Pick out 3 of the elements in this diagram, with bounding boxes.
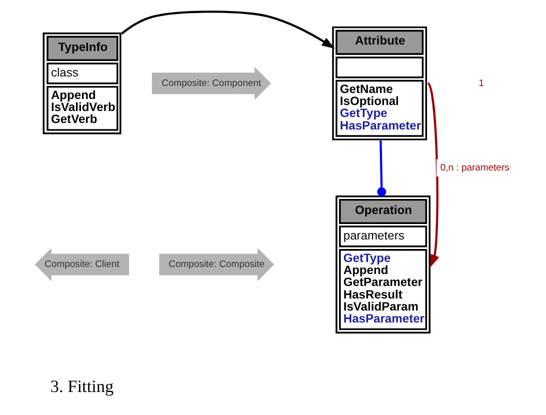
edge-label: 0,n : parameters xyxy=(440,162,509,174)
label: 3. Fitting xyxy=(50,377,114,396)
label: 1 xyxy=(478,78,484,89)
